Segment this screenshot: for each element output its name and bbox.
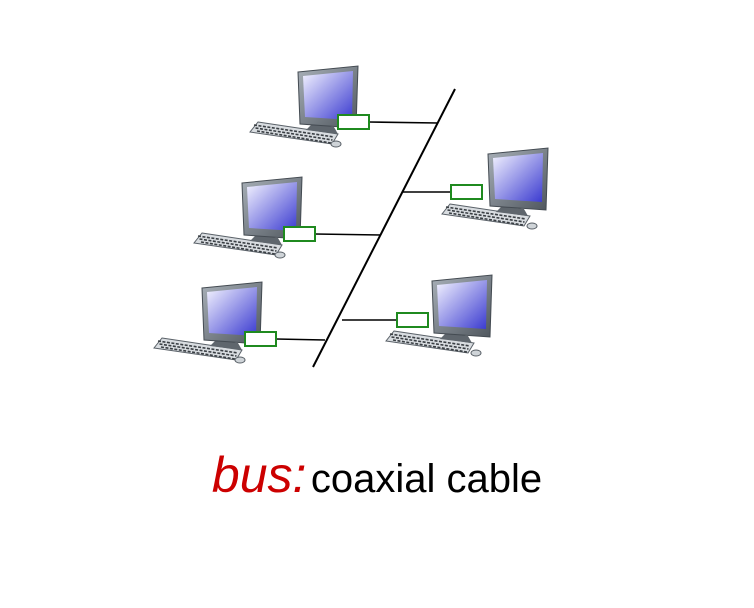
host-3 bbox=[153, 281, 277, 364]
coaxial-cable-bus bbox=[312, 88, 456, 368]
host-5 bbox=[385, 274, 493, 357]
network-adapter-icon bbox=[396, 312, 429, 328]
network-adapter-icon bbox=[244, 331, 277, 347]
host-1 bbox=[249, 65, 370, 148]
monitor-screen bbox=[303, 71, 353, 120]
hosts bbox=[153, 65, 549, 364]
monitor-screen bbox=[437, 280, 487, 329]
mouse-icon bbox=[330, 140, 342, 148]
host-4 bbox=[441, 147, 549, 230]
mouse-icon bbox=[234, 356, 246, 364]
network-adapter-icon bbox=[283, 226, 316, 242]
drop-cable bbox=[314, 233, 382, 236]
mouse-icon bbox=[470, 349, 482, 357]
mouse-icon bbox=[274, 251, 286, 259]
monitor-screen bbox=[207, 287, 257, 336]
drop-cable bbox=[368, 121, 439, 124]
host-2 bbox=[193, 176, 316, 259]
monitor-screen bbox=[247, 182, 297, 231]
drop-cable bbox=[275, 338, 326, 341]
caption-label: bus: bbox=[211, 447, 307, 503]
monitor-screen bbox=[493, 153, 543, 202]
network-adapter-icon bbox=[450, 184, 483, 200]
caption-text: coaxial cable bbox=[310, 457, 543, 501]
network-adapter-icon bbox=[337, 114, 370, 130]
drop-cables bbox=[275, 121, 451, 341]
caption: bus: coaxial cable bbox=[0, 446, 754, 504]
mouse-icon bbox=[526, 222, 538, 230]
